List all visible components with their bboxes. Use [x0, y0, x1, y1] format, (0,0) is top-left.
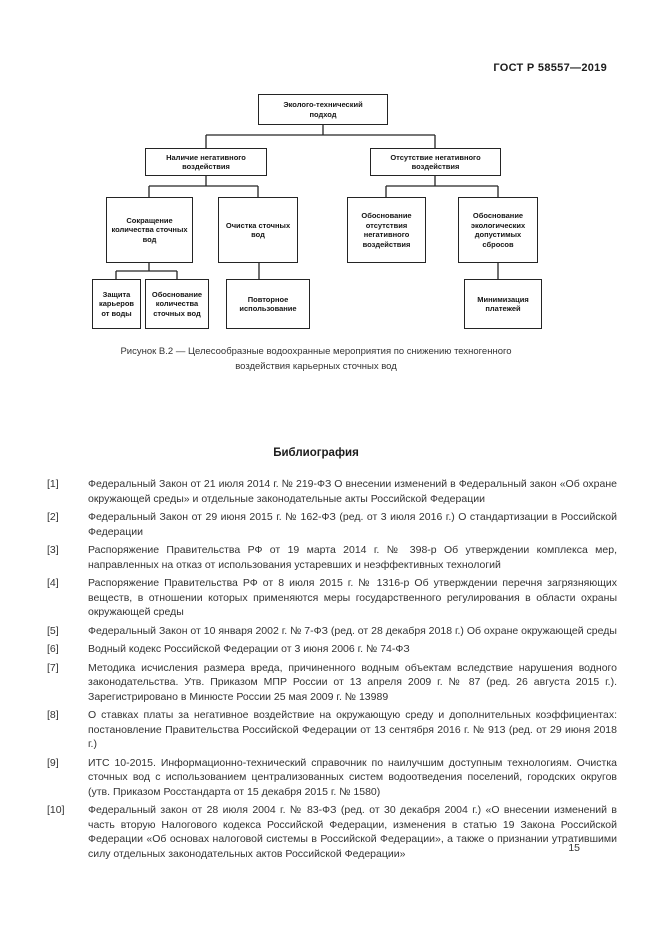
bibliography-entry-number: [8]: [47, 709, 59, 721]
bibliography-entry-text: Распоряжение Правительства РФ от 19 март…: [88, 544, 617, 571]
bibliography-entry: [10] Федеральный закон от 28 июля 2004 г…: [47, 803, 617, 861]
bibliography-entry: [2] Федеральный Закон от 29 июня 2015 г.…: [47, 510, 617, 539]
bibliography-entry-number: [5]: [47, 624, 59, 637]
bibliography-entry-number: [1]: [47, 478, 59, 490]
flowchart-node-justify-quantity: Обоснование количества сточных вод: [145, 279, 209, 329]
figure-caption: Рисунок В.2 — Целесообразные водоохранны…: [0, 344, 632, 374]
bibliography-entry-number: [3]: [47, 544, 59, 556]
bibliography-entry-text: Распоряжение Правительства РФ от 8 июля …: [88, 577, 617, 618]
figure-flowchart: Эколого-технический подход Наличие негат…: [0, 0, 661, 340]
bibliography-entry: [9] ИТС 10-2015. Информационно-техническ…: [47, 756, 617, 800]
bibliography-entry-number: [10]: [47, 804, 65, 816]
bibliography-entry-text: Федеральный Закон от 10 января 2002 г. №…: [88, 624, 617, 637]
bibliography-entry-text: Федеральный Закон от 21 июля 2014 г. № 2…: [88, 478, 617, 505]
bibliography-entry: [8] О ставках платы за негативное воздей…: [47, 708, 617, 752]
flowchart-node-reuse: Повторное использование: [226, 279, 310, 329]
flowchart-node-reduce-wastewater: Сокращение количества сточных вод: [106, 197, 193, 263]
bibliography-entry-text: Федеральный закон от 28 июля 2004 г. № 8…: [88, 804, 617, 860]
bibliography-entry: [1] Федеральный Закон от 21 июля 2014 г.…: [47, 477, 617, 506]
flowchart-node-protect-quarries: Защита карьеров от воды: [92, 279, 141, 329]
bibliography-entry-number: [4]: [47, 577, 59, 589]
flowchart-node-approach: Эколого-технический подход: [258, 94, 388, 125]
flowchart-node-justify-discharges: Обоснование экологических допустимых сбр…: [458, 197, 538, 263]
bibliography-entry-text: Методика исчисления размера вреда, причи…: [88, 661, 617, 703]
flowchart-node-absence-impact: Отсутствие негативного воздействия: [370, 148, 501, 176]
bibliography-entry: [5] Федеральный Закон от 10 января 2002 …: [47, 624, 617, 639]
flowchart-node-minimize-payments: Минимизация платежей: [464, 279, 542, 329]
bibliography-entry-number: [2]: [47, 511, 59, 523]
bibliography-list: [1] Федеральный Закон от 21 июля 2014 г.…: [47, 477, 617, 865]
flowchart-node-justify-absence: Обоснование отсутствия негативного возде…: [347, 197, 426, 263]
bibliography-entry: [3] Распоряжение Правительства РФ от 19 …: [47, 543, 617, 572]
bibliography-entry-text: ИТС 10-2015. Информационно-технический с…: [88, 756, 617, 798]
bibliography-entry-text: О ставках платы за негативное воздействи…: [88, 709, 617, 750]
page-number: 15: [568, 842, 580, 854]
flowchart-connectors: [115, 125, 499, 280]
bibliography-title: Библиография: [273, 447, 359, 459]
bibliography-entry: [4] Распоряжение Правительства РФ от 8 и…: [47, 576, 617, 620]
bibliography-entry-text: Федеральный Закон от 29 июня 2015 г. № 1…: [88, 511, 617, 538]
bibliography-entry: [6] Водный кодекс Российской Федерации о…: [47, 642, 617, 657]
figure-caption-text: Рисунок В.2 — Целесообразные водоохранны…: [120, 346, 512, 372]
bibliography-entry-text: Водный кодекс Российской Федерации от 3 …: [88, 643, 410, 655]
bibliography-entry-number: [6]: [47, 643, 59, 655]
bibliography-entry-number: [7]: [47, 661, 59, 674]
flowchart-node-treat-wastewater: Очистка сточных вод: [218, 197, 298, 263]
flowchart-node-presence-impact: Наличие негативного воздействия: [145, 148, 267, 176]
bibliography-entry: [7] Методика исчисления размера вреда, п…: [47, 661, 617, 705]
bibliography-entry-number: [9]: [47, 756, 59, 769]
document-code: ГОСТ Р 58557—2019: [493, 62, 607, 74]
